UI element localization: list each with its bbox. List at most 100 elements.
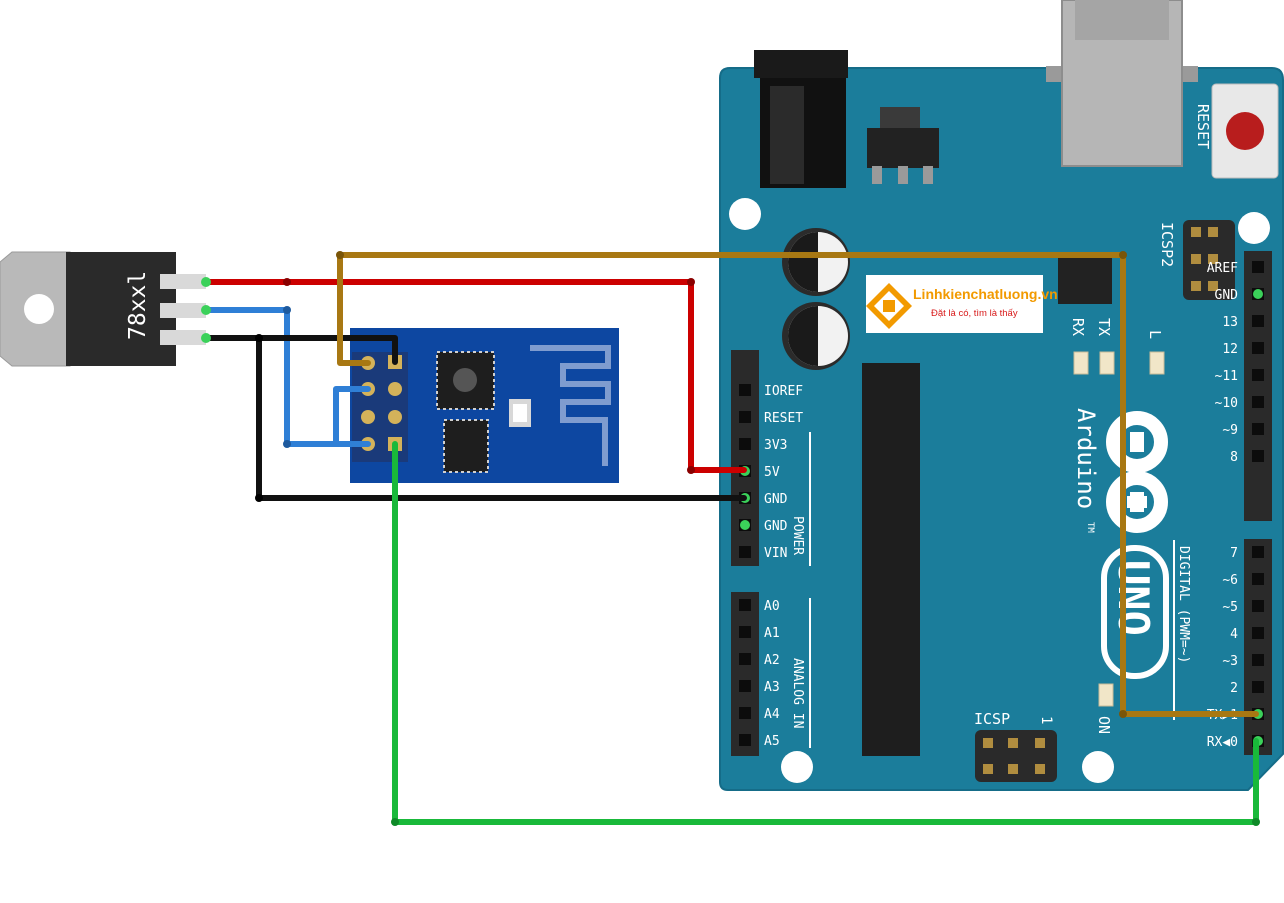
digital-pin-socket[interactable] [1252, 369, 1264, 381]
reset-button[interactable] [1211, 83, 1279, 179]
digital-pin-label: 13 [1222, 315, 1238, 330]
uno-model: UNO [1109, 560, 1158, 636]
tx-label: TX [1095, 318, 1113, 336]
analog-pin-label: A3 [764, 680, 780, 695]
digital-pin-socket[interactable] [1252, 546, 1264, 558]
digital-pin-socket[interactable] [1252, 681, 1264, 693]
wire-joint [1119, 710, 1127, 718]
regulator-label: 78xxl [125, 271, 151, 340]
linhkien-logo: Linhkienchatluong.vn Đặt là có, tìm là t… [866, 275, 1058, 333]
digital-pin-socket[interactable] [1252, 423, 1264, 435]
digital-pin-label: ~5 [1222, 600, 1238, 615]
analog-pin-socket[interactable] [739, 599, 751, 611]
digital-pin-label: 8 [1230, 450, 1238, 465]
wire-joint [255, 494, 263, 502]
digital-pin-socket[interactable] [1252, 450, 1264, 462]
mounting-hole [729, 198, 761, 230]
wire-gnd-esp-black[interactable] [256, 335, 398, 365]
digital-pin-label: ~6 [1222, 573, 1238, 588]
power-pin-socket[interactable] [739, 438, 751, 450]
digital-pin-socket[interactable] [1252, 600, 1264, 612]
wire-gnd-black[interactable] [203, 335, 747, 501]
wire-joint [391, 818, 399, 826]
digital-pin-label: ~9 [1222, 423, 1238, 438]
voltage-regulator-78xx: 78xxl [0, 251, 206, 367]
wire-blue-esp-ch[interactable] [333, 386, 371, 447]
digital-pin-label: 4 [1230, 627, 1238, 642]
logo-title: Linhkienchatluong.vn [913, 286, 1058, 302]
pin-contact [1253, 289, 1263, 299]
analog-pin-socket[interactable] [739, 734, 751, 746]
wire-tx-brown[interactable] [337, 252, 1259, 717]
logo-plus-h [1127, 496, 1147, 508]
icsp-label: ICSP [974, 710, 1010, 728]
digital-pin-socket[interactable] [1252, 342, 1264, 354]
analog-section-label: ANALOG IN [790, 658, 805, 728]
analog-pin-label: A0 [764, 599, 780, 614]
power-pin-socket[interactable] [739, 546, 751, 558]
onboard-regulator [867, 107, 939, 184]
logo-slogan: Đặt là có, tìm là thấy [931, 308, 1018, 319]
wire-joint [336, 251, 344, 259]
analog-pin-label: A5 [764, 734, 780, 749]
uno-oval [1101, 545, 1169, 679]
wire-joint [1119, 251, 1127, 259]
power-pin-label: 3V3 [764, 438, 787, 453]
wire-joint [283, 440, 291, 448]
icsp2-label: ICSP2 [1158, 222, 1176, 267]
reset-label: RESET [1194, 104, 1212, 149]
analog-pin-label: A4 [764, 707, 780, 722]
arduino-pcb [719, 67, 1284, 791]
digital-pin-label: 7 [1230, 546, 1238, 561]
rx-led [1073, 351, 1089, 375]
pin-contact [740, 520, 750, 530]
digital-section-label: DIGITAL (PWM=~) [1176, 546, 1191, 663]
usb-interface-chip [1058, 258, 1112, 304]
digital-pin-label: ~3 [1222, 654, 1238, 669]
digital-pin-socket[interactable] [1252, 261, 1264, 273]
analog-header [731, 592, 759, 756]
arduino-uno-board: RESET RX TX L ON [719, 0, 1284, 791]
pin-contact [201, 305, 211, 315]
power-pin-label: 5V [764, 465, 780, 480]
capacitor [782, 302, 850, 370]
wires [201, 251, 1260, 826]
analog-pin-socket[interactable] [739, 680, 751, 692]
wire-joint [283, 278, 291, 286]
pin-contact [201, 333, 211, 343]
power-pin-socket[interactable] [739, 411, 751, 423]
logo-minus [1130, 432, 1144, 452]
digital-pin-label: 2 [1230, 681, 1238, 696]
wire-3v3-blue[interactable] [203, 307, 371, 447]
power-pin-label: GND [764, 519, 788, 534]
digital-pin-socket[interactable] [1252, 573, 1264, 585]
digital-pin-label: ~11 [1215, 369, 1238, 384]
arduino-trademark: TM [1085, 522, 1095, 533]
power-pin-label: IOREF [764, 384, 803, 399]
digital-pin-socket[interactable] [1252, 654, 1264, 666]
wire-5v-red[interactable] [203, 279, 747, 473]
analog-pin-socket[interactable] [739, 626, 751, 638]
power-pin-label: RESET [764, 411, 803, 426]
digital-pin-socket[interactable] [1252, 396, 1264, 408]
digital-pin-socket[interactable] [1252, 315, 1264, 327]
mounting-hole [1238, 212, 1270, 244]
mounting-hole [781, 751, 813, 783]
wire-rx-green[interactable] [392, 441, 1259, 825]
analog-pin-socket[interactable] [739, 653, 751, 665]
digital-pin-label: ~10 [1215, 396, 1238, 411]
pin-contact [201, 277, 211, 287]
tx-led [1099, 351, 1115, 375]
espressif-icon [453, 368, 477, 392]
wire-joint [255, 334, 263, 342]
power-pin-socket[interactable] [739, 384, 751, 396]
analog-pin-socket[interactable] [739, 707, 751, 719]
digital-pin-socket[interactable] [1252, 627, 1264, 639]
digital-pin-label: RX◀0 [1207, 735, 1238, 750]
l-label: L [1146, 330, 1164, 339]
power-pin-label: VIN [764, 546, 787, 561]
analog-pin-label: A1 [764, 626, 780, 641]
